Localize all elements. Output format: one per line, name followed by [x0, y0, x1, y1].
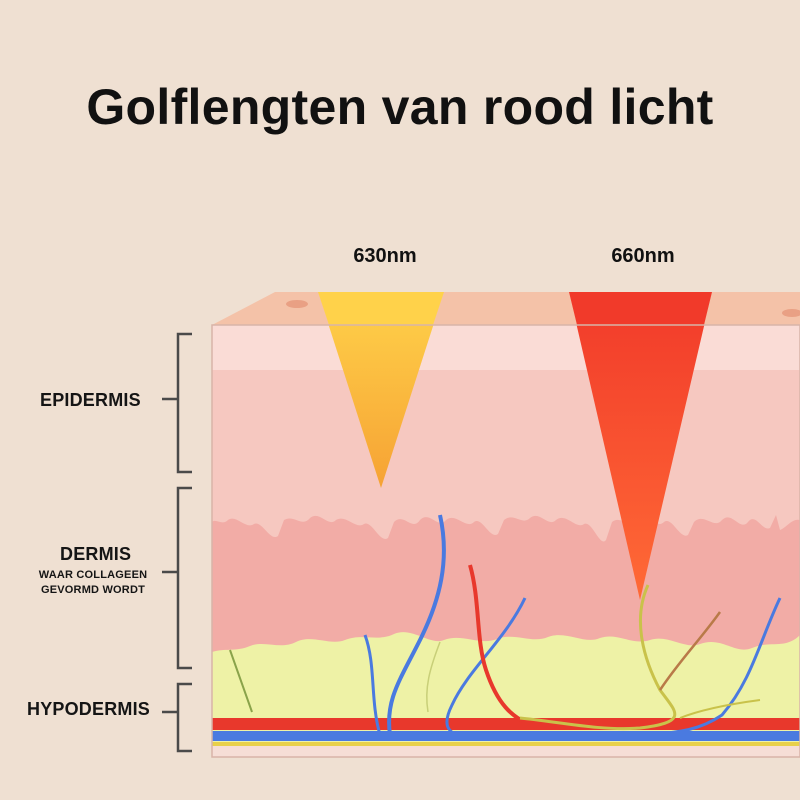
vessel-base — [212, 746, 800, 757]
light-beam-630nm-top — [318, 292, 444, 325]
dermis-note: WAAR COLLAGEEN GEVORMD WORDT — [30, 568, 156, 598]
epidermis-label: EPIDERMIS — [40, 390, 141, 410]
vein-capillary — [445, 597, 527, 740]
wavelength-label-660: 660nm — [611, 245, 675, 267]
nerve-fiber — [658, 611, 722, 691]
hypodermis-bracket — [162, 682, 192, 753]
vein-capillary — [363, 634, 382, 736]
light-beam-660nm — [576, 325, 705, 600]
vein-capillary — [387, 514, 446, 736]
wavelength-label-630: 630nm — [353, 245, 417, 267]
dermis-note-line-2: GEVORMD WORDT — [40, 584, 146, 596]
dermis-note-line-1: WAAR COLLAGEEN — [38, 569, 148, 581]
skin-top-surface — [212, 292, 800, 325]
hypodermis-label: HYPODERMIS — [27, 699, 151, 719]
light-beam-660nm-top — [569, 292, 712, 325]
fat-lobule-outline — [425, 641, 441, 713]
light-beam-630nm — [328, 325, 434, 488]
vein-horizontal — [212, 731, 800, 741]
pore — [286, 300, 308, 308]
pore — [782, 309, 800, 317]
vein-capillary — [649, 597, 782, 737]
nerve-horizontal — [212, 742, 800, 746]
dermis-label: DERMIS — [60, 544, 132, 564]
skin-block-outline — [211, 324, 800, 758]
page-title: Golflengten van rood licht — [86, 79, 714, 135]
dermis-bracket — [162, 486, 192, 670]
nerve-fiber — [679, 699, 761, 719]
fat-lobule-outline — [229, 649, 253, 713]
artery-capillary — [468, 564, 541, 730]
nerve-fiber — [519, 584, 677, 731]
stratum-corneum — [212, 325, 800, 370]
epidermis-bracket — [162, 332, 192, 474]
